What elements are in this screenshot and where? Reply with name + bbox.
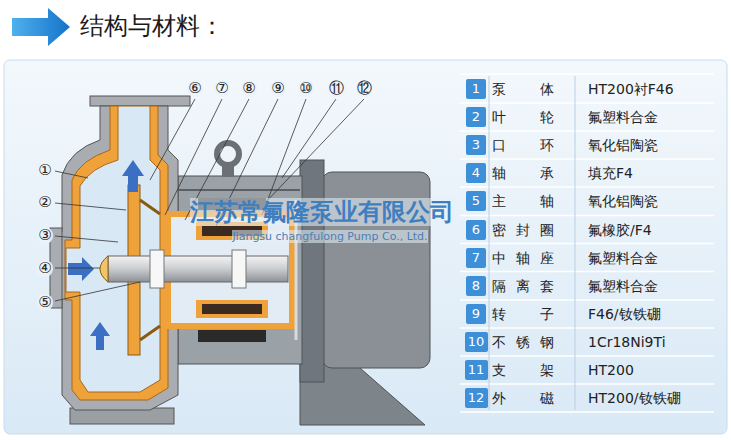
part-name: 主轴 — [492, 192, 554, 210]
callout-number: ⑫ — [356, 80, 373, 97]
part-material: HT200 — [588, 361, 634, 379]
part-name: 中轴座 — [492, 249, 554, 267]
number-square: 5 — [466, 191, 486, 211]
callout-number: ② — [37, 194, 52, 211]
row-number: 6 — [472, 222, 480, 238]
number-square: 8 — [466, 276, 486, 296]
number-square: 9 — [466, 304, 486, 324]
part-name: 密封圈 — [492, 221, 554, 239]
callout-number: ③ — [37, 227, 52, 244]
row-number: 3 — [472, 137, 480, 153]
number-square: 2 — [466, 107, 486, 127]
part-material: 1Cr18Ni9Ti — [588, 333, 666, 351]
part-name: 转子 — [492, 305, 554, 323]
part-name: 不锈钢 — [492, 333, 554, 351]
row-number: 12 — [468, 390, 485, 406]
part-material: 氧化铝陶瓷 — [588, 192, 658, 210]
part-material: 氟塑料合金 — [588, 249, 658, 267]
part-name: 叶轮 — [492, 108, 554, 126]
row-number: 9 — [472, 306, 480, 322]
row-number: 8 — [472, 278, 480, 294]
part-material: 氟塑料合金 — [588, 277, 658, 295]
callout-number: ⑨ — [270, 80, 285, 97]
callout-number: ④ — [37, 260, 52, 277]
row-number: 5 — [472, 193, 480, 209]
row-number: 11 — [468, 362, 485, 378]
number-square: 1 — [466, 79, 486, 99]
part-material: F46/钕铁硼 — [588, 305, 661, 323]
callout-number: ⑧ — [241, 80, 256, 97]
number-square: 7 — [466, 248, 486, 268]
part-name: 外磁 — [492, 389, 554, 407]
page-title: 结构与材料： — [80, 10, 224, 42]
row-number: 2 — [472, 109, 480, 125]
part-material: 氧化铝陶瓷 — [588, 136, 658, 154]
watermark: 江苏常氟隆泵业有限公司 — [190, 198, 454, 226]
row-number: 4 — [472, 165, 480, 181]
part-name: 泵体 — [492, 80, 554, 98]
part-material: HT200/钕铁硼 — [588, 389, 681, 407]
row-number: 7 — [472, 250, 480, 266]
part-name: 口环 — [492, 136, 554, 154]
part-name: 轴承 — [492, 164, 554, 182]
number-square: 10 — [465, 332, 488, 352]
callout-number: ⑥ — [187, 80, 202, 97]
row-number: 1 — [472, 81, 480, 97]
callout-number: ⑪ — [328, 80, 345, 97]
number-square: 12 — [465, 388, 488, 408]
part-name: 支架 — [492, 361, 554, 379]
number-square: 11 — [465, 360, 488, 380]
number-square: 6 — [466, 220, 486, 240]
part-material: 氟橡胶/F4 — [588, 221, 652, 239]
part-name: 隔离套 — [492, 277, 554, 295]
callout-number: ⑤ — [37, 294, 52, 311]
callout-number: ① — [37, 162, 52, 179]
callout-number: ⑦ — [214, 80, 229, 97]
part-material: HT200衬F46 — [588, 80, 674, 98]
part-material: 填充F4 — [588, 164, 633, 182]
callout-number: ⑩ — [298, 80, 313, 97]
watermark: Jiangsu changfulong Pump Co., Ltd. — [232, 230, 427, 243]
part-material: 氟塑料合金 — [588, 108, 658, 126]
number-square: 3 — [466, 135, 486, 155]
number-square: 4 — [466, 163, 486, 183]
row-number: 10 — [468, 334, 485, 350]
